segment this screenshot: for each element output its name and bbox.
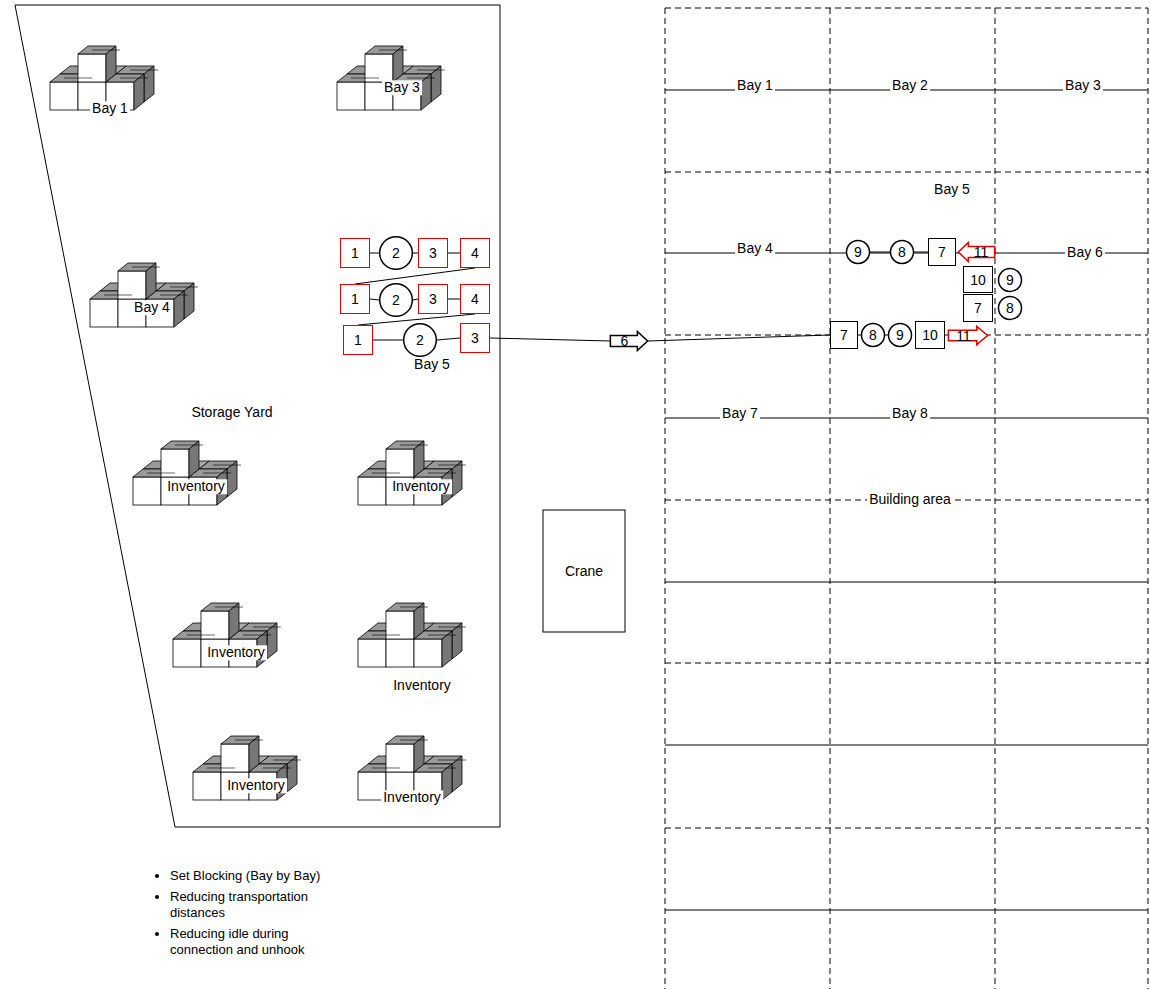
node-text: 9	[854, 245, 862, 259]
node-text: 8	[898, 245, 906, 259]
connector-line	[373, 340, 403, 341]
process-box: 4	[460, 284, 490, 314]
bay-label: Inventory	[391, 678, 453, 693]
connector-line	[370, 299, 379, 300]
node-text: 3	[429, 246, 437, 260]
connector-line	[870, 252, 890, 253]
process-box: Crane	[543, 510, 625, 632]
node-text: 8	[1006, 301, 1014, 315]
process-circle: 8	[861, 323, 885, 347]
node-text: 9	[1006, 273, 1014, 287]
node-text: 7	[938, 245, 946, 259]
process-box: 3	[418, 238, 448, 268]
process-circle: 8	[998, 296, 1022, 320]
process-box: 7	[928, 238, 956, 266]
process-box: 10	[915, 321, 945, 349]
bay-label: Inventory	[390, 479, 452, 494]
process-circle: 9	[846, 240, 870, 264]
node-text: 7	[840, 328, 848, 342]
node-text: 2	[392, 293, 400, 307]
process-box: 4	[460, 238, 490, 268]
node-text: 6	[621, 334, 629, 348]
process-box: 3	[460, 323, 490, 353]
connector-line	[437, 338, 460, 340]
node-text: Crane	[565, 564, 603, 578]
connector-line	[648, 335, 830, 341]
bay-label: Inventory	[381, 790, 443, 805]
node-text: 2	[392, 246, 400, 260]
node-text: 1	[354, 333, 362, 347]
area-label: Building area	[867, 492, 953, 507]
bay-label: Bay 3	[1063, 78, 1103, 93]
node-text: 1	[351, 246, 359, 260]
note-item: Reducing transportation distances	[170, 889, 335, 921]
process-circle: 2	[379, 283, 413, 317]
area-label: Storage Yard	[189, 405, 274, 420]
block-arrow: 11	[958, 242, 995, 262]
connector-line	[448, 299, 460, 300]
node-text: 7	[974, 301, 982, 315]
process-box: 1	[340, 238, 370, 268]
bay-label: Bay 3	[382, 80, 422, 95]
node-text: 11	[974, 245, 989, 259]
bay-label: Bay 1	[90, 101, 130, 116]
node-text: 4	[471, 292, 479, 306]
note-item: Reducing idle during connection and unho…	[170, 926, 335, 958]
process-box: 1	[340, 284, 370, 314]
node-text: 3	[471, 331, 479, 345]
bay-label: Inventory	[165, 479, 227, 494]
process-circle: 2	[403, 323, 437, 357]
connector-line	[355, 268, 475, 284]
bay-label: Bay 4	[132, 300, 172, 315]
block-arrow: 6	[610, 331, 648, 351]
process-box: 10	[963, 266, 993, 293]
process-box: 3	[418, 284, 448, 314]
connector-line	[370, 253, 379, 254]
bay-label: Bay 5	[412, 357, 452, 372]
node-text: 4	[471, 246, 479, 260]
process-box: 7	[963, 294, 993, 322]
process-box: 7	[830, 321, 858, 349]
bay-label: Bay 8	[890, 406, 930, 421]
node-text: 9	[896, 328, 904, 342]
bay-label: Inventory	[205, 645, 267, 660]
process-circle: 9	[998, 268, 1022, 292]
bay-label: Bay 2	[890, 78, 930, 93]
connector-line	[914, 252, 928, 253]
block-arrow: 11	[948, 326, 988, 345]
node-text: 10	[970, 273, 986, 287]
bay-label: Bay 6	[1065, 245, 1105, 260]
bay-label: Inventory	[225, 778, 287, 793]
node-text: 3	[429, 292, 437, 306]
connector-line	[448, 253, 460, 254]
node-text: 8	[869, 328, 877, 342]
note-list: Set Blocking (Bay by Bay) Reducing transp…	[150, 868, 335, 963]
process-box: 1	[343, 325, 373, 355]
node-text: 2	[416, 333, 424, 347]
note-item: Set Blocking (Bay by Bay)	[170, 868, 335, 884]
node-text: 11	[956, 329, 971, 343]
bay-label: Bay 1	[735, 78, 775, 93]
process-circle: 2	[379, 236, 413, 270]
bay-label: Bay 5	[932, 182, 972, 197]
bay-label: Bay 4	[735, 241, 775, 256]
connector-line	[490, 338, 610, 341]
node-text: 10	[922, 328, 938, 342]
block-arrow-outline	[610, 331, 648, 351]
process-circle: 8	[890, 240, 914, 264]
process-circle: 9	[888, 323, 912, 347]
bay-label: Bay 7	[720, 406, 760, 421]
node-text: 1	[351, 292, 359, 306]
